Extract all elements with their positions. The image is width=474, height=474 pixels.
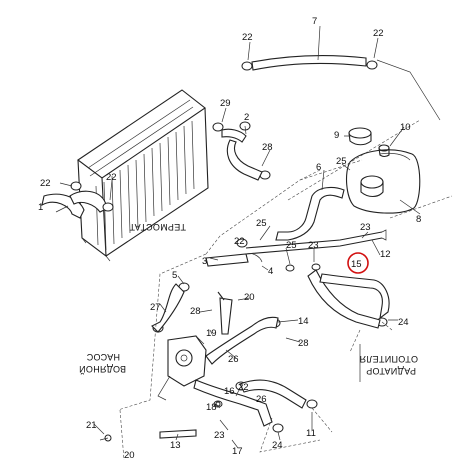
callout-9: 9 (334, 130, 339, 141)
heater-inlet-hose (226, 139, 263, 181)
callout-28: 28 (262, 142, 273, 153)
tank-supply-hose (275, 186, 345, 241)
caption-water-pump: ВОДЯНОЙ НАСОС (79, 352, 126, 375)
drain-pipe (159, 429, 197, 439)
callout-18: 18 (206, 402, 217, 413)
water-pump (157, 335, 207, 401)
callout-7: 7 (312, 16, 317, 27)
heater-outlet-hose (205, 316, 279, 365)
heater-feed-hose (319, 273, 390, 320)
callout-2: 2 (244, 112, 249, 123)
callout-22: 22 (238, 382, 249, 393)
callout-6: 6 (316, 162, 321, 173)
callout-3: 3 (202, 256, 207, 267)
callout-23: 23 (214, 430, 225, 441)
svg-text:ВОДЯНОЙ: ВОДЯНОЙ (79, 364, 126, 375)
callout-25: 25 (286, 240, 297, 251)
pump-outlet-hose (193, 379, 273, 427)
callout-22: 22 (373, 28, 384, 39)
callout-27: 27 (150, 302, 161, 313)
svg-text:ОТОПИТЕЛЯ: ОТОПИТЕЛЯ (359, 354, 418, 364)
callout-4: 4 (268, 266, 273, 277)
callout-12: 12 (380, 249, 391, 260)
callout-20: 20 (124, 450, 135, 461)
coolant-pipe (245, 231, 383, 255)
callout-22: 22 (242, 32, 253, 43)
callout-14: 14 (298, 316, 309, 327)
tank-cap-small (378, 144, 390, 158)
callout-8: 8 (416, 214, 421, 225)
callout-10: 10 (400, 122, 411, 133)
callout-13: 13 (170, 440, 181, 451)
callout-16: 16 (224, 386, 235, 397)
bypass-pipe (205, 253, 249, 267)
callout-5: 5 (172, 270, 177, 281)
callout-26: 26 (256, 394, 267, 405)
callout-labels: 1 22 22 7 22 22 29 2 28 9 10 25 6 8 23 1… (38, 16, 421, 461)
expansion-tank (345, 149, 421, 215)
callout-24: 24 (398, 317, 409, 328)
callout-28: 28 (190, 306, 201, 317)
callout-1: 1 (38, 202, 43, 213)
callout-25: 25 (256, 218, 267, 229)
callout-22: 22 (40, 178, 51, 189)
pump-inlet-hose (151, 283, 185, 333)
callout-21: 21 (86, 420, 97, 431)
callout-17: 17 (232, 446, 243, 457)
callout-22: 22 (106, 172, 117, 183)
mounting-bracket (217, 291, 233, 335)
heater-lower-hose (239, 379, 307, 409)
callout-15: 15 (351, 259, 362, 270)
callout-22: 22 (234, 236, 245, 247)
svg-text:ТЕРМОСТАТ: ТЕРМОСТАТ (129, 222, 186, 232)
callout-24: 24 (272, 440, 283, 451)
highlighted-callout: 15 (347, 252, 369, 274)
callout-26: 26 (228, 354, 239, 365)
tank-cap (348, 127, 372, 146)
svg-text:РАДИАТОР: РАДИАТОР (366, 366, 416, 376)
callout-11: 11 (306, 428, 316, 439)
callout-23: 23 (360, 222, 371, 233)
callout-28: 28 (298, 338, 309, 349)
radiator (77, 89, 209, 262)
caption-heater-radiator: РАДИАТОР ОТОПИТЕЛЯ (359, 354, 418, 376)
thermostat-upper-hose (221, 128, 247, 143)
callout-23: 23 (308, 240, 319, 251)
callout-29: 29 (220, 98, 231, 109)
callout-25: 25 (336, 156, 347, 167)
caption-thermostat: ТЕРМОСТАТ (129, 222, 186, 232)
overflow-hose (251, 55, 367, 71)
callout-19: 19 (206, 328, 217, 339)
heater-return-hose (307, 269, 381, 329)
callout-20: 20 (244, 292, 255, 303)
bolt (215, 401, 221, 407)
svg-text:НАСОС: НАСОС (86, 352, 120, 362)
